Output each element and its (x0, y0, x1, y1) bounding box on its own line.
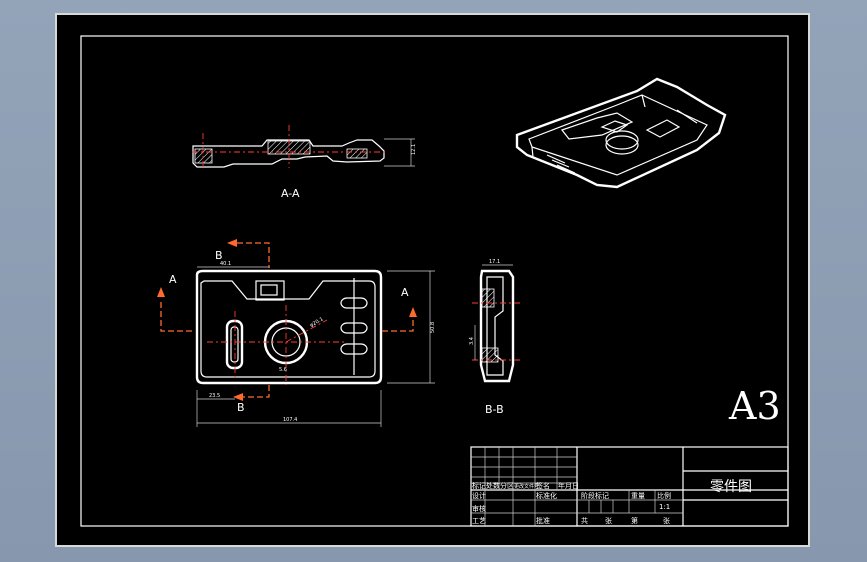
tb-row-process: 工艺 (472, 517, 486, 525)
tb-header-6: 年月日 (558, 481, 579, 490)
section-a-arrow-left (157, 287, 165, 297)
section-b-cutline-top (237, 242, 270, 268)
iso-outer-shell (515, 77, 727, 189)
section-aa-hatch-right (346, 148, 368, 159)
section-bb-view: 17.1 3.4 B-B (469, 259, 522, 416)
part-title: 零件图 (710, 479, 752, 495)
bb-small-dim: 3.4 (469, 337, 475, 345)
iso-ramp (561, 112, 634, 140)
tb-standardization: 标准化 (536, 491, 557, 500)
section-aa-hatch-left (194, 148, 213, 164)
tb-weight: 重量 (631, 492, 645, 500)
hole-diameter-dim: φ20.1 (309, 316, 325, 328)
tb-header-4: 更改文件号 (514, 483, 539, 490)
title-block-frame (470, 446, 789, 527)
bb-width-dim: 17.1 (489, 259, 500, 265)
tb-row-review: 审核 (472, 504, 486, 513)
drawing-sheet: 12.1 A-A (55, 13, 810, 547)
tb-stage-mark: 阶段标记 (581, 491, 609, 500)
tb-header-3: 分区 (500, 481, 514, 490)
section-a-cutline-right (382, 313, 414, 332)
front-outer-outline (195, 269, 383, 385)
front-inner-outline (200, 280, 376, 378)
isometric-view (515, 77, 727, 189)
section-b-label-top: B (215, 249, 223, 262)
section-a-label-right: A (401, 286, 409, 299)
tb-sheet-total: 共 (581, 516, 588, 525)
title-block: 标记 处数 分区 更改文件号 签名 年月日 设计 审核 工艺 标准化 批准 阶段… (470, 446, 789, 527)
section-aa-view: 12.1 A-A (192, 125, 417, 200)
tb-header-1: 标记 (472, 481, 486, 490)
iso-slot-pocket (645, 119, 681, 138)
section-bb-hatch-bottom (481, 347, 499, 363)
section-bb-outline (479, 269, 515, 383)
section-b-cutline-bottom (242, 385, 270, 398)
overall-width-dim: 107.4 (283, 417, 297, 423)
overall-height-dim: 50.8 (430, 322, 436, 333)
front-slot-left (225, 319, 244, 370)
section-bb-hatch-top (481, 288, 495, 308)
tb-sheet-num: 第 (631, 516, 638, 525)
section-bb-caption: B-B (485, 403, 504, 416)
tb-row-design: 设计 (472, 491, 486, 500)
section-b-label-bottom: B (237, 401, 245, 414)
front-view: 107.4 23.5 50.8 40.1 φ20.1 5.6 A A B B (157, 239, 436, 427)
aa-height-dim: 12.1 (411, 144, 417, 155)
section-a-cutline-left (160, 302, 194, 332)
tb-scale-value: 1:1 (659, 503, 670, 511)
iso-round-boss (605, 130, 639, 150)
inner-border-frame (80, 35, 789, 527)
section-b-arrow-top (227, 239, 237, 247)
cad-drawing: 12.1 A-A (80, 35, 789, 527)
front-top-pocket (255, 280, 285, 301)
paper-size-label: A3 (728, 384, 781, 428)
tb-header-5: 签名 (536, 481, 550, 490)
tb-approval: 批准 (536, 516, 550, 525)
top-width-dim: 40.1 (220, 261, 231, 267)
tb-sheet-unit-1: 张 (605, 516, 612, 525)
iso-inner-rim (528, 94, 708, 176)
tb-header-2: 处数 (486, 481, 500, 490)
tb-sheet-unit-2: 张 (663, 516, 670, 525)
section-aa-outline (192, 139, 385, 168)
slot-width-dim: 5.6 (279, 367, 287, 373)
tb-scale-label: 比例 (657, 491, 671, 500)
section-a-label-left: A (169, 273, 177, 286)
slot-offset-dim: 23.5 (209, 393, 220, 399)
section-aa-caption: A-A (281, 187, 300, 200)
